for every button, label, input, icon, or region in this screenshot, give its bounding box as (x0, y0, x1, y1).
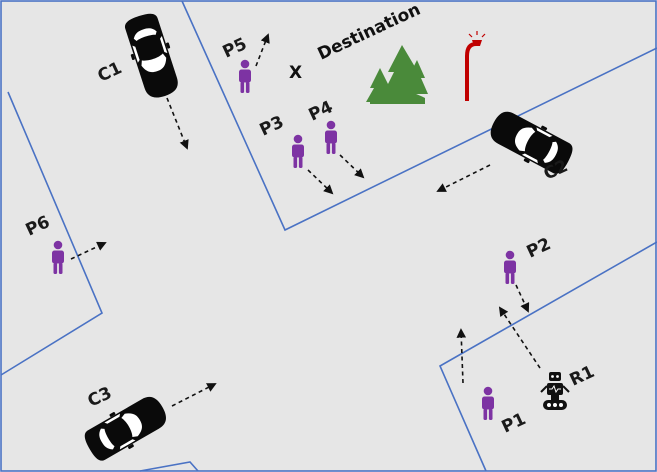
block-bottom-left (139, 461, 199, 472)
street-lamp-icon (465, 31, 486, 101)
destination-x-icon: X (289, 63, 302, 83)
p3-motion-arrow (307, 169, 334, 195)
p1-motion-arrow (456, 328, 467, 384)
c3-motion-arrow (171, 383, 217, 407)
svg-text:X: X (289, 63, 302, 83)
c2-motion-arrow (436, 164, 491, 192)
p2-motion-arrow (515, 284, 530, 313)
p5-motion-arrow (255, 33, 270, 67)
robot-icon (540, 372, 570, 410)
trees-icon (366, 45, 428, 104)
p4-motion-arrow (339, 154, 365, 179)
block-bottom-right (438, 241, 657, 472)
p6-motion-arrow (70, 241, 107, 260)
block-left (0, 91, 104, 376)
block-top (181, 0, 657, 232)
c1-motion-arrow (166, 97, 189, 150)
r1-motion-arrow (498, 306, 541, 369)
